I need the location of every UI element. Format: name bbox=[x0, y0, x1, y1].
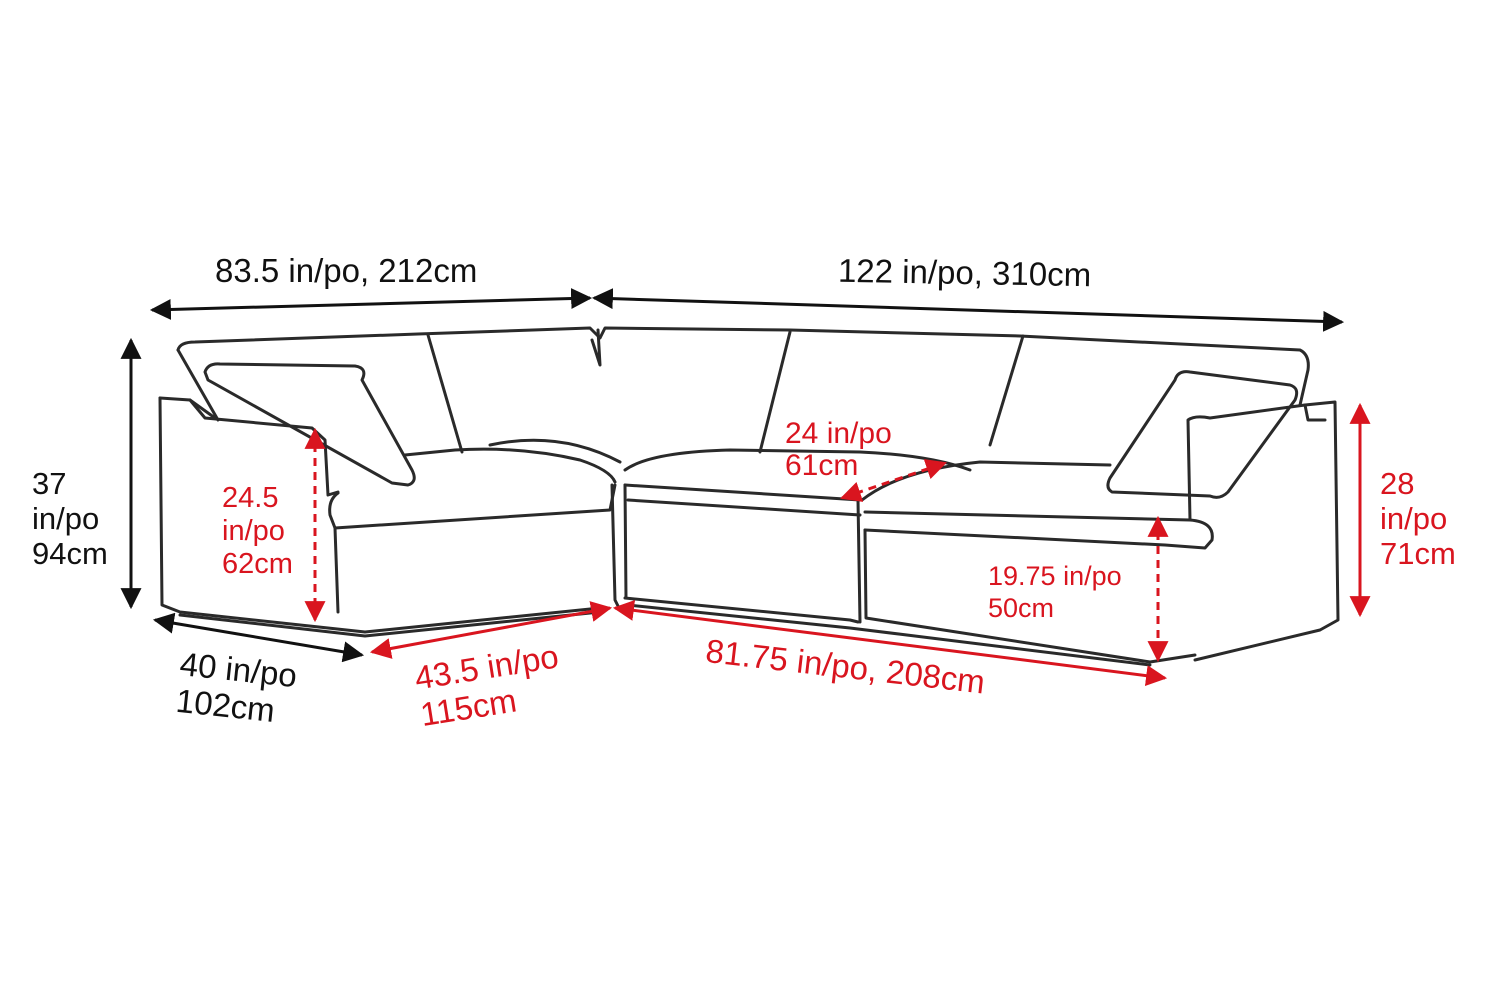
left-width-label: 83.5 in/po, 212cm bbox=[215, 252, 478, 289]
arm-height-inches: 24.5 bbox=[222, 482, 279, 514]
left-width-arrow bbox=[149, 288, 593, 320]
left-depth-label: 40 in/po 102cm bbox=[174, 645, 299, 731]
overall-height-cm: 94cm bbox=[32, 536, 108, 572]
seat-depth-arrow bbox=[840, 459, 947, 502]
right-width-arrow bbox=[591, 288, 1345, 332]
seat-height-cm: 50cm bbox=[988, 593, 1055, 624]
back-height-unit: in/po bbox=[1380, 501, 1448, 537]
arm-height-cm: 62cm bbox=[222, 547, 293, 580]
back-height-inches: 28 bbox=[1380, 466, 1415, 501]
overall-dimension-lines bbox=[120, 288, 1345, 663]
sofa-outline bbox=[158, 326, 1340, 667]
arm-height-unit: in/po bbox=[222, 514, 285, 547]
overall-height-inches: 37 bbox=[32, 466, 67, 501]
right-width-label: 122 in/po, 310cm bbox=[837, 251, 1092, 294]
left-depth-arrow bbox=[152, 612, 365, 663]
left-seat-width-arrow bbox=[369, 601, 613, 659]
overall-height-label: 37 in/po 94cm bbox=[32, 466, 108, 571]
seat-depth-cm: 61cm bbox=[785, 448, 859, 482]
back-height-label: 28 in/po 71cm bbox=[1380, 466, 1456, 571]
overall-height-unit: in/po bbox=[32, 501, 100, 537]
seat-depth-label: 24 in/po 61cm bbox=[785, 418, 892, 481]
seat-height-label: 19.75 in/po 50cm bbox=[988, 560, 1122, 625]
seat-height-inches: 19.75 in/po bbox=[988, 561, 1122, 591]
back-height-cm: 71cm bbox=[1380, 536, 1456, 572]
seat-depth-inches: 24 in/po bbox=[785, 417, 892, 450]
right-seat-width-arrow bbox=[612, 599, 1168, 687]
detail-dimension-lines bbox=[304, 402, 1371, 687]
arm-height-label: 24.5 in/po 62cm bbox=[222, 482, 293, 580]
